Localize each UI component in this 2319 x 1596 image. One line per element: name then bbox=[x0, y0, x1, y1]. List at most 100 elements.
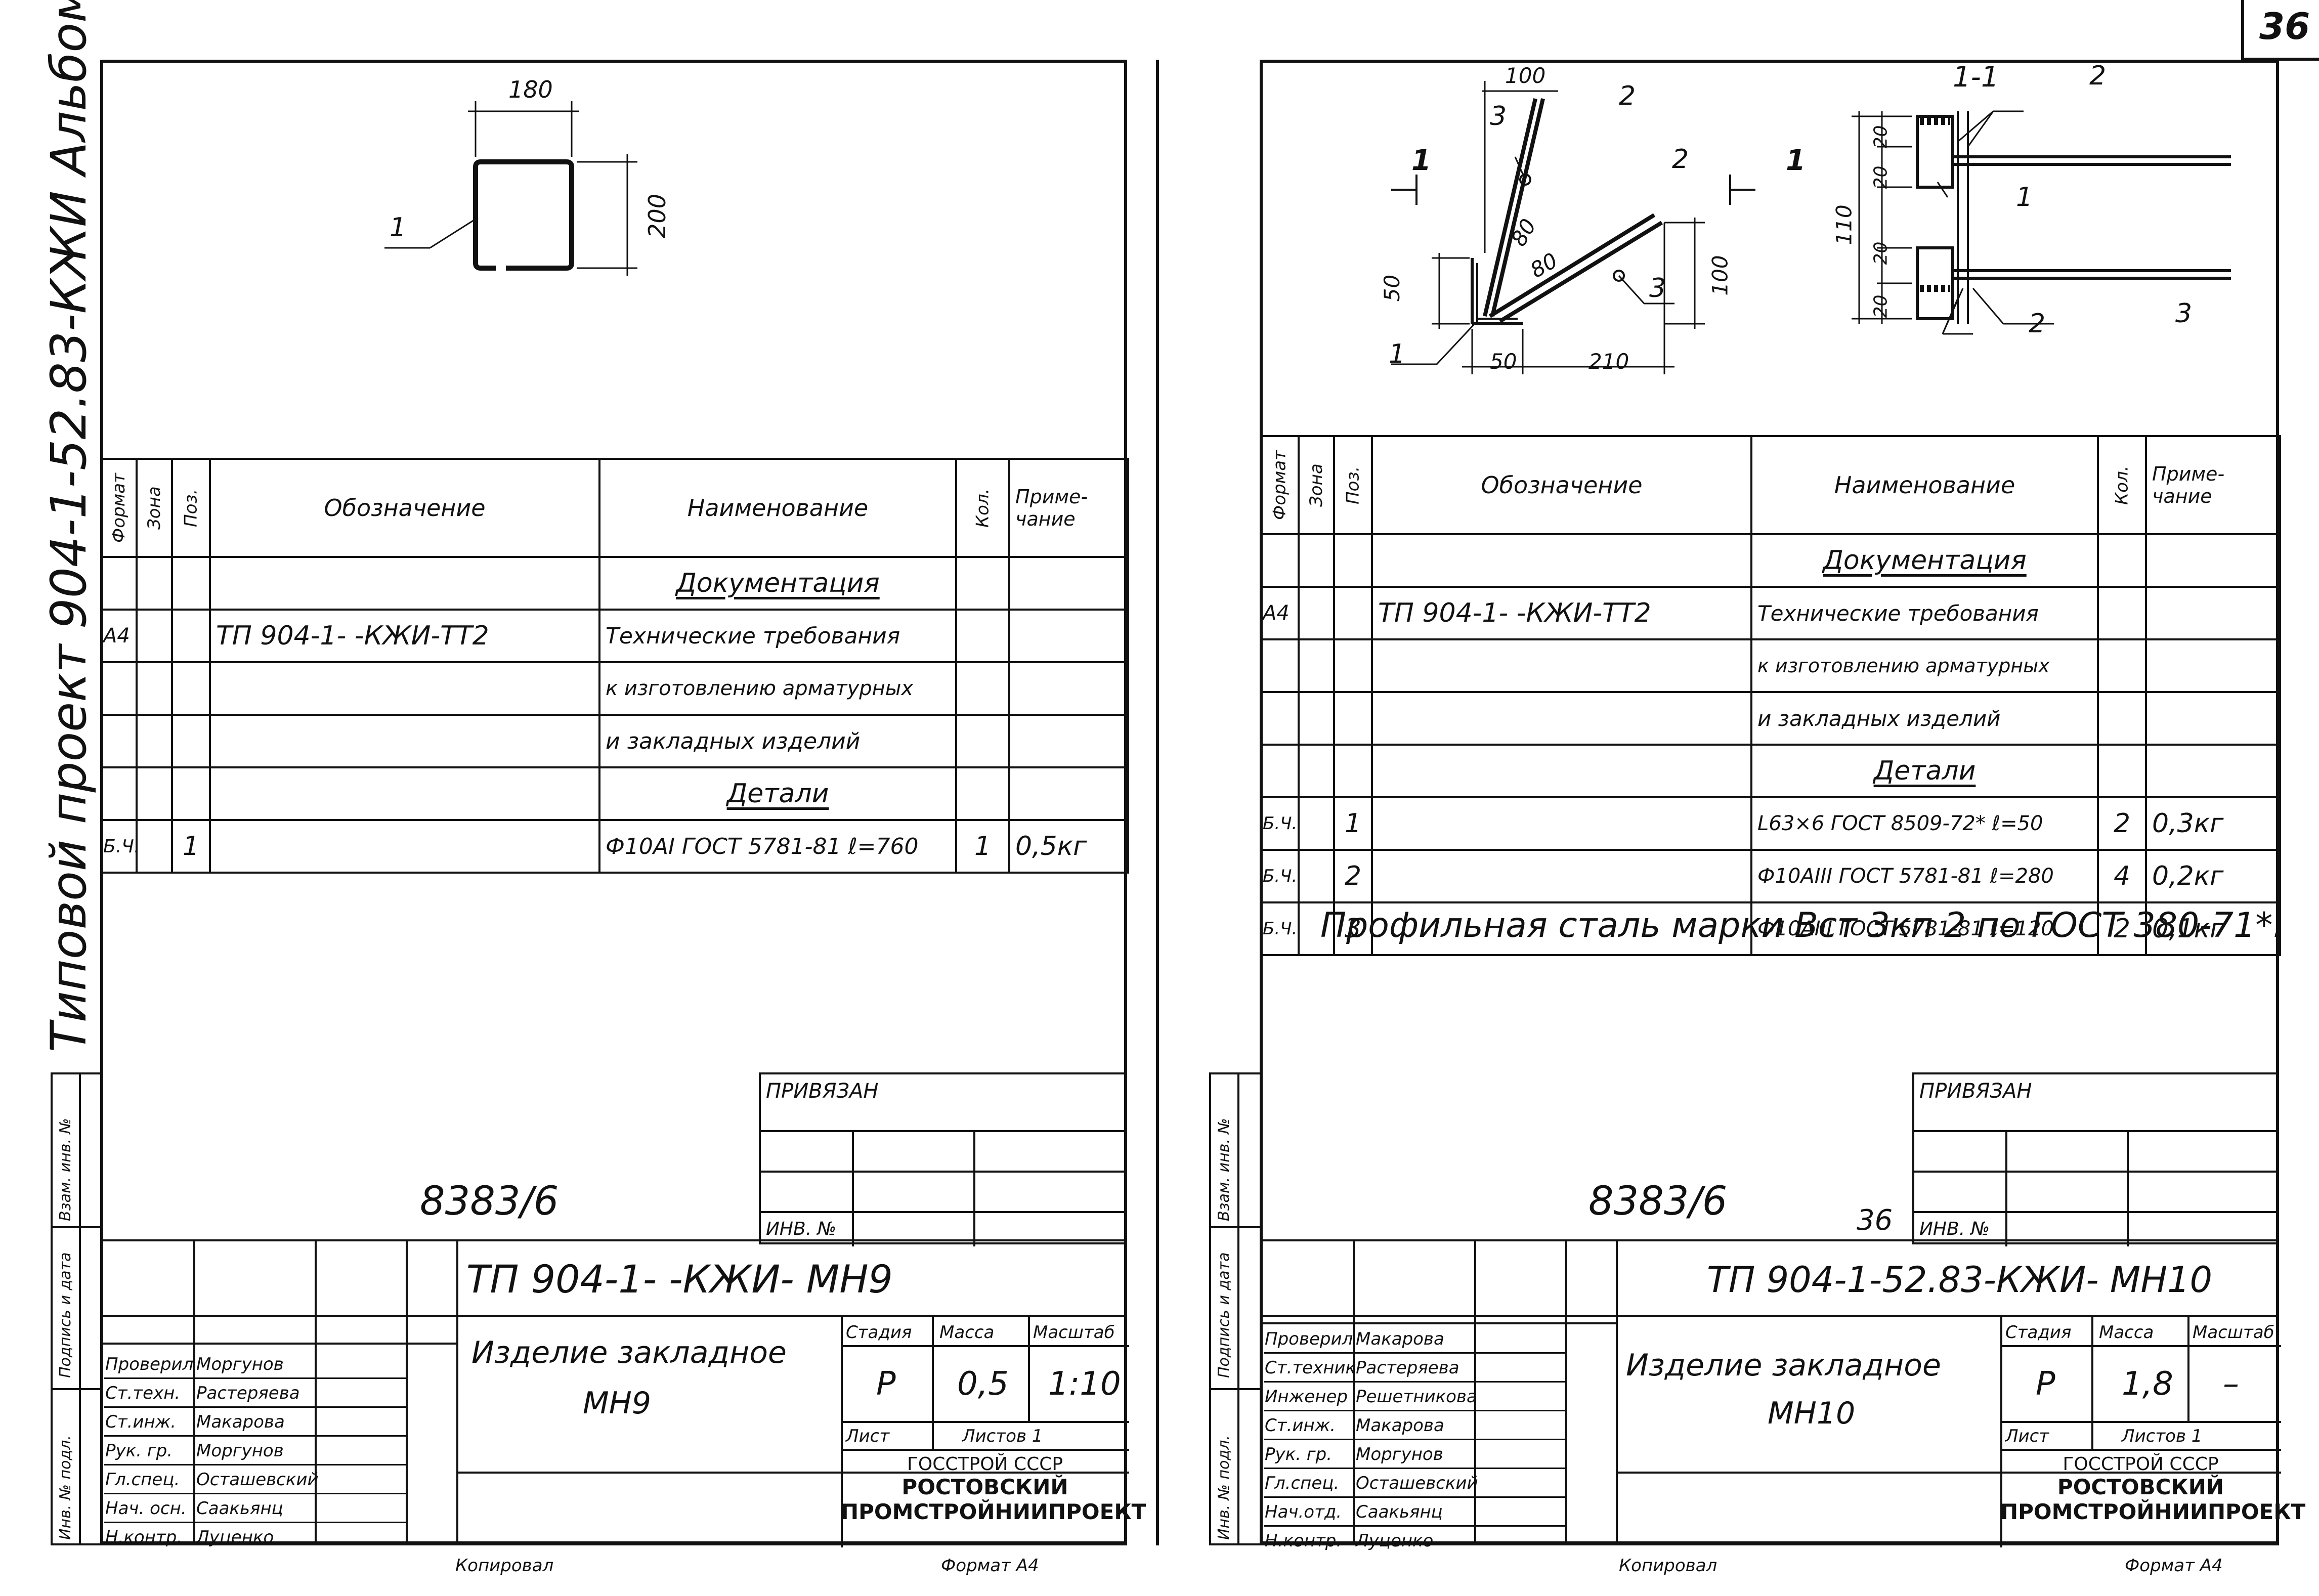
sheets-label: Листов 1 bbox=[962, 1426, 1043, 1446]
right-side-stamp: Инв. № подл. Подпись и дата Взам. инв. № bbox=[1209, 1072, 1263, 1545]
right-archive-no: 8383/6 bbox=[1588, 1179, 1728, 1224]
right-privyazan-block: ПРИВЯЗАН ИНВ. № bbox=[1912, 1072, 2279, 1246]
col-zone: Зона bbox=[1299, 436, 1334, 534]
sheet-divider bbox=[1156, 60, 1159, 1545]
dim-20-b: 20 bbox=[1870, 165, 1892, 189]
stage-value: Р bbox=[2036, 1365, 2055, 1403]
spec-header-row: Формат Зона Поз. Обозначение Наименовани… bbox=[1261, 435, 2281, 535]
dim-210: 210 bbox=[1588, 349, 1629, 374]
cut-mark-right: 1 bbox=[1786, 144, 1806, 177]
leader-3a: 3 bbox=[1490, 101, 1507, 132]
scale-value: – bbox=[2223, 1365, 2239, 1403]
mass-value: 1,8 bbox=[2122, 1365, 2173, 1403]
leader-1: 1 bbox=[1389, 339, 1406, 369]
page-number: 36 bbox=[2259, 5, 2310, 48]
left-detail-drawing bbox=[384, 101, 637, 276]
left-leader-1: 1 bbox=[390, 212, 407, 243]
scale-label: Масштаб bbox=[2193, 1322, 2274, 1343]
dim-100-top: 100 bbox=[1505, 63, 1546, 88]
left-dim-height: 200 bbox=[643, 194, 671, 238]
scale-value: 1:10 bbox=[1048, 1365, 1121, 1403]
stamp-inv-label: Инв. № подл. bbox=[57, 1435, 74, 1540]
leader-3c: 3 bbox=[2175, 298, 2193, 329]
left-format: Формат А4 bbox=[941, 1556, 1039, 1576]
leader-2a: 2 bbox=[1619, 81, 1636, 111]
table-row: Детали bbox=[1260, 744, 2281, 798]
mass-value: 0,5 bbox=[957, 1365, 1009, 1403]
dim-20-a: 20 bbox=[1870, 125, 1892, 149]
section-title-1-1: 1-1 bbox=[1953, 61, 1999, 94]
col-note: Приме-чание bbox=[2145, 435, 2281, 535]
right-product-name: Изделие закладное bbox=[1626, 1348, 1941, 1383]
left-spec-table: Формат Зона Поз. Обозначение Наименовани… bbox=[100, 458, 1129, 874]
left-dim-width: 180 bbox=[508, 76, 553, 103]
table-row: Документация bbox=[100, 556, 1129, 611]
left-archive-no: 8383/6 bbox=[420, 1179, 559, 1224]
spine-title: Типовой проект 904-1-52.83-КЖИ Альбом 6 bbox=[40, 0, 97, 1052]
right-format: Формат А4 bbox=[2125, 1556, 2223, 1576]
left-copied: Копировал bbox=[455, 1556, 554, 1576]
staff-row: Ст.инж.Макарова bbox=[104, 1408, 408, 1437]
col-name: Наименование bbox=[598, 458, 957, 558]
stamp-sign-label: Подпись и дата bbox=[1215, 1252, 1233, 1378]
staff-row: Н.контр.Луценко bbox=[105, 1527, 274, 1547]
left-title-block: ТП 904-1- -КЖИ- МН9 Изделие закладное МН… bbox=[100, 1239, 1146, 1547]
left-drawing-code: ТП 904-1- -КЖИ- МН9 bbox=[466, 1257, 893, 1302]
table-row: к изготовлению арматурных bbox=[100, 661, 1129, 716]
stamp-sign-label: Подпись и дата bbox=[57, 1252, 74, 1378]
stage-label: Стадия bbox=[846, 1322, 912, 1343]
table-row: Документация bbox=[1260, 533, 2281, 588]
col-pos: Поз. bbox=[1334, 436, 1372, 534]
stamp-inv-label: Инв. № подл. bbox=[1215, 1435, 1233, 1540]
inv-no-label: ИНВ. № bbox=[766, 1219, 837, 1239]
leader-2b: 2 bbox=[1672, 144, 1689, 175]
dim-20-c: 20 bbox=[1870, 241, 1892, 265]
right-spec-table: Формат Зона Поз. Обозначение Наименовани… bbox=[1260, 435, 2281, 956]
table-row: и закладных изделий bbox=[100, 714, 1129, 768]
stamp-replace-label: Взам. инв. № bbox=[1215, 1118, 1233, 1221]
staff-row: Рук. гр.Моргунов bbox=[104, 1437, 408, 1465]
col-pos: Поз. bbox=[172, 459, 210, 557]
sheet-label: Лист bbox=[846, 1426, 890, 1446]
right-drawing-code: ТП 904-1-52.83-КЖИ- МН10 bbox=[1707, 1259, 2213, 1301]
table-row: к изготовлению арматурных bbox=[1260, 638, 2281, 693]
col-qty: Кол. bbox=[956, 459, 1009, 557]
dim-20-d: 20 bbox=[1870, 294, 1892, 318]
col-designation: Обозначение bbox=[209, 458, 600, 558]
col-zone: Зона bbox=[137, 459, 172, 557]
col-designation: Обозначение bbox=[1371, 435, 1752, 535]
left-product-name: Изделие закладное bbox=[471, 1335, 787, 1370]
leader-1b: 1 bbox=[2016, 182, 2033, 212]
mass-label: Масса bbox=[2099, 1322, 2154, 1343]
staff-row: Рук. гр.Моргунов bbox=[1264, 1440, 1567, 1469]
stage-value: Р bbox=[876, 1365, 896, 1403]
left-side-stamp: Инв. № подл. Подпись и дата Взам. инв. № bbox=[51, 1072, 103, 1545]
staff-row: Н.контр.Луценко bbox=[1265, 1531, 1434, 1551]
steel-note: Профильная сталь марки Вст 3кп 2 по ГОСТ… bbox=[1320, 905, 2284, 945]
dim-100-v: 100 bbox=[1707, 255, 1733, 296]
section-title: Детали bbox=[1750, 744, 2099, 798]
privyazan-label: ПРИВЯЗАН bbox=[766, 1080, 879, 1103]
left-privyazan-block: ПРИВЯЗАН ИНВ. № bbox=[759, 1072, 1127, 1246]
section-title: Документация bbox=[1750, 533, 2099, 588]
dim-50-h: 50 bbox=[1490, 349, 1517, 374]
staff-row: Гл.спец.Осташевский bbox=[1264, 1469, 1567, 1498]
stage-label: Стадия bbox=[2005, 1322, 2072, 1343]
staff-row: Гл.спец.Осташевский bbox=[104, 1465, 408, 1494]
staff-row: Нач.отд.Саакьянц bbox=[1264, 1498, 1567, 1527]
right-copied: Копировал bbox=[1619, 1556, 1717, 1576]
col-note: Приме-чание bbox=[1008, 458, 1129, 558]
left-product-mark: МН9 bbox=[583, 1386, 652, 1421]
right-detail-drawing-front bbox=[1391, 81, 1755, 374]
leader-2d: 2 bbox=[2029, 309, 2046, 339]
table-row: Детали bbox=[100, 766, 1129, 821]
